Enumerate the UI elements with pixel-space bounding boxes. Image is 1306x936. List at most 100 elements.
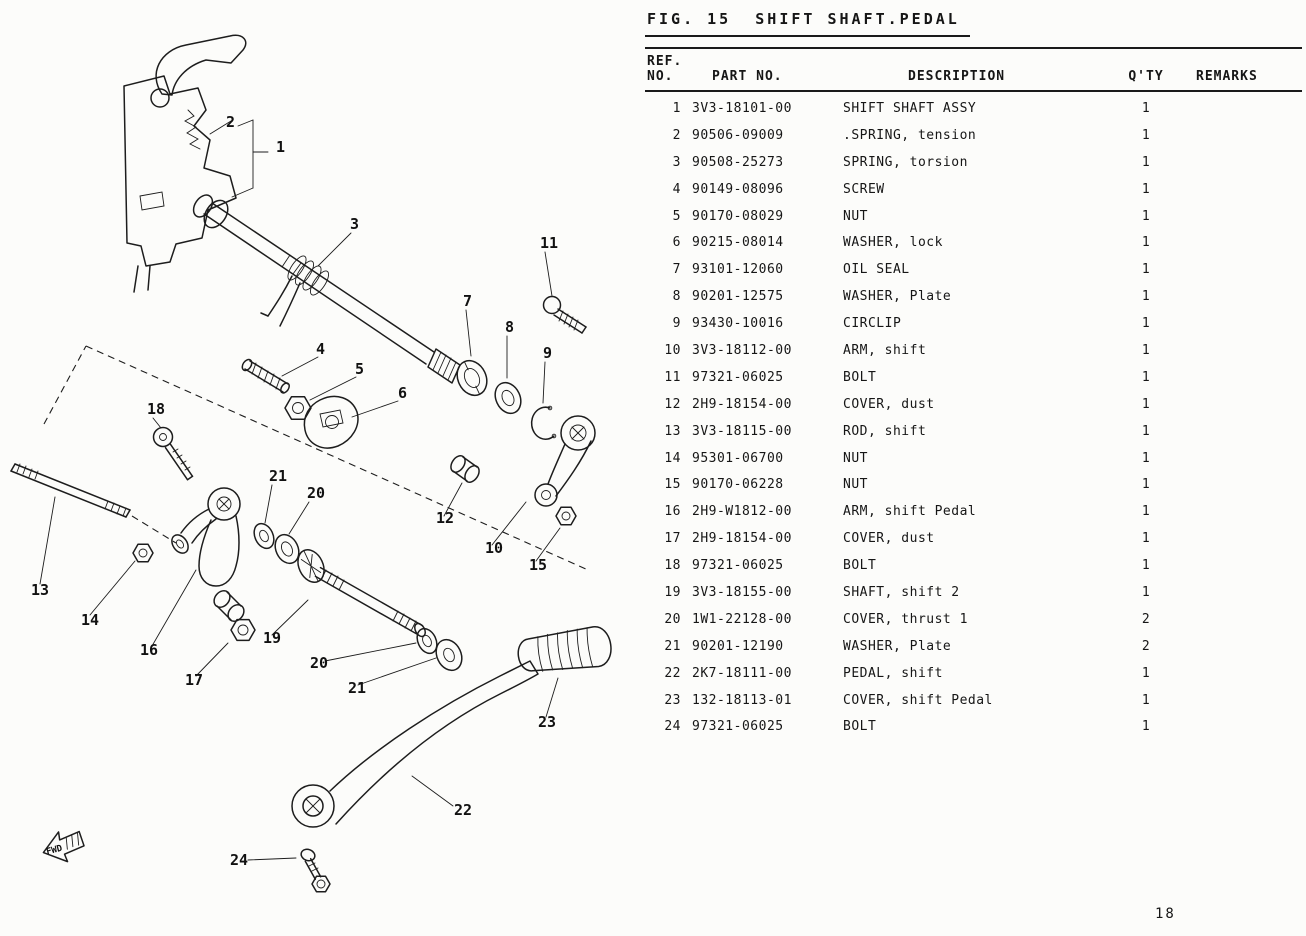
ref-no-cell: 9 bbox=[672, 316, 681, 332]
part-callout: 20 bbox=[310, 654, 328, 672]
part-no-cell: 90201-12575 bbox=[692, 289, 784, 305]
description-cell: SCREW bbox=[843, 181, 885, 197]
ref-no-cell: 1 bbox=[672, 100, 681, 116]
description-cell: WASHER, Plate bbox=[843, 638, 952, 654]
description-cell: BOLT bbox=[843, 558, 877, 574]
table-row: 11 97321-06025 BOLT 1 bbox=[645, 364, 1302, 391]
part-no-cell: 97321-06025 bbox=[692, 558, 784, 574]
bolt11-drawing bbox=[542, 295, 587, 334]
part-no-cell: 90201-12190 bbox=[692, 638, 784, 654]
ref-no-cell: 23 bbox=[664, 692, 681, 708]
figure-title: FIG. 15 SHIFT SHAFT.PEDAL bbox=[645, 8, 970, 37]
ref-no-cell: 21 bbox=[664, 638, 681, 654]
part-callout: 24 bbox=[230, 851, 248, 869]
table-row: 21 90201-12190 WASHER, Plate 2 bbox=[645, 633, 1302, 660]
part-callout: 5 bbox=[355, 360, 364, 378]
qty-cell: 1 bbox=[1141, 208, 1151, 224]
qty-cell: 1 bbox=[1141, 423, 1151, 439]
qty-cell: 1 bbox=[1141, 316, 1151, 332]
part-callout: 8 bbox=[505, 318, 514, 336]
description-cell: ARM, shift bbox=[843, 342, 927, 358]
description-cell: SPRING, torsion bbox=[843, 154, 968, 170]
description-cell: ARM, shift Pedal bbox=[843, 504, 977, 520]
ref-no-cell: 8 bbox=[672, 289, 681, 305]
ref-no-cell: 18 bbox=[664, 558, 681, 574]
table-row: 4 90149-08096 SCREW 1 bbox=[645, 176, 1302, 203]
table-row: 16 2H9-W1812-00 ARM, shift Pedal 1 bbox=[645, 498, 1302, 525]
qty-cell: 1 bbox=[1141, 450, 1151, 466]
torsion-spring-drawing bbox=[260, 255, 330, 327]
part-callout: 19 bbox=[263, 629, 281, 647]
description-cell: NUT bbox=[843, 450, 868, 466]
ref-no-cell: 19 bbox=[664, 584, 681, 600]
page-number: 18 bbox=[1155, 906, 1176, 922]
part-callout: 3 bbox=[350, 215, 359, 233]
qty-cell: 2 bbox=[1141, 638, 1151, 654]
shift-shaft2-drawing bbox=[314, 566, 426, 638]
table-row: 24 97321-06025 BOLT 1 bbox=[645, 713, 1302, 740]
qty-cell: 1 bbox=[1141, 531, 1151, 547]
bolt24-drawing bbox=[300, 848, 331, 893]
table-row: 3 90508-25273 SPRING, torsion 1 bbox=[645, 149, 1302, 176]
part-no-cell: 2H9-18154-00 bbox=[692, 531, 792, 547]
nut14-drawing bbox=[132, 543, 154, 563]
header-top-rule bbox=[645, 47, 1302, 49]
shift-pedal-drawing bbox=[291, 660, 539, 828]
ref-no-cell: 16 bbox=[664, 504, 681, 520]
exploded-diagram: FWD bbox=[10, 34, 612, 893]
qty-cell: 1 bbox=[1141, 665, 1151, 681]
qty-cell: 1 bbox=[1141, 181, 1151, 197]
dust-cover12-drawing bbox=[450, 455, 480, 483]
ref-no-cell: 3 bbox=[672, 154, 681, 170]
part-callout: 18 bbox=[147, 400, 165, 418]
ref-no-cell: 14 bbox=[664, 450, 681, 466]
qty-cell: 1 bbox=[1141, 584, 1151, 600]
ref-no-cell: 10 bbox=[664, 342, 681, 358]
ref-no-cell: 12 bbox=[664, 396, 681, 412]
part-no-cell: 97321-06025 bbox=[692, 369, 784, 385]
description-cell: COVER, dust bbox=[843, 531, 935, 547]
header-remarks: REMARKS bbox=[1196, 69, 1258, 84]
part-no-cell: 2K7-18111-00 bbox=[692, 665, 792, 681]
shift-pedal-arm-drawing bbox=[171, 487, 241, 587]
description-cell: WASHER, Plate bbox=[843, 289, 952, 305]
part-callout: 21 bbox=[348, 679, 366, 697]
part-no-cell: 90170-08029 bbox=[692, 208, 784, 224]
ref-no-cell: 4 bbox=[672, 181, 681, 197]
qty-cell: 1 bbox=[1141, 262, 1151, 278]
qty-cell: 1 bbox=[1141, 342, 1151, 358]
fwd-label: FWD bbox=[45, 844, 64, 858]
table-row: 20 1W1-22128-00 COVER, thrust 1 2 bbox=[645, 606, 1302, 633]
part-callout: 22 bbox=[454, 801, 472, 819]
part-no-cell: 93430-10016 bbox=[692, 316, 784, 332]
tension-spring-drawing bbox=[184, 109, 201, 150]
part-callout: 10 bbox=[485, 539, 503, 557]
part-callout: 17 bbox=[185, 671, 203, 689]
table-row: 8 90201-12575 WASHER, Plate 1 bbox=[645, 283, 1302, 310]
table-row: 23 132-18113-01 COVER, shift Pedal 1 bbox=[645, 687, 1302, 714]
table-row: 13 3V3-18115-00 ROD, shift 1 bbox=[645, 418, 1302, 445]
qty-cell: 1 bbox=[1141, 692, 1151, 708]
table-row: 5 90170-08029 NUT 1 bbox=[645, 203, 1302, 230]
nut15-drawing bbox=[555, 506, 577, 526]
circlip-drawing bbox=[530, 405, 557, 440]
ref-no-cell: 5 bbox=[672, 208, 681, 224]
header-ref-no: REF. NO. bbox=[645, 54, 681, 84]
header-ref-line1: REF. bbox=[647, 54, 683, 69]
ref-no-cell: 15 bbox=[664, 477, 681, 493]
pedal-cover-drawing bbox=[517, 626, 612, 672]
plate-washer8-drawing bbox=[494, 381, 522, 415]
lock-washer-drawing bbox=[303, 395, 359, 449]
qty-cell: 1 bbox=[1141, 504, 1151, 520]
ref-no-cell: 7 bbox=[672, 262, 681, 278]
header-description: DESCRIPTION bbox=[908, 69, 1006, 84]
table-row: 15 90170-06228 NUT 1 bbox=[645, 471, 1302, 498]
construction-lines bbox=[43, 345, 589, 571]
nut5-drawing bbox=[284, 395, 312, 421]
shift-arm-drawing bbox=[534, 415, 596, 507]
part-no-cell: 132-18113-01 bbox=[692, 692, 792, 708]
description-cell: COVER, shift Pedal bbox=[843, 692, 993, 708]
part-no-cell: 3V3-18155-00 bbox=[692, 584, 792, 600]
ref-no-cell: 11 bbox=[664, 369, 681, 385]
